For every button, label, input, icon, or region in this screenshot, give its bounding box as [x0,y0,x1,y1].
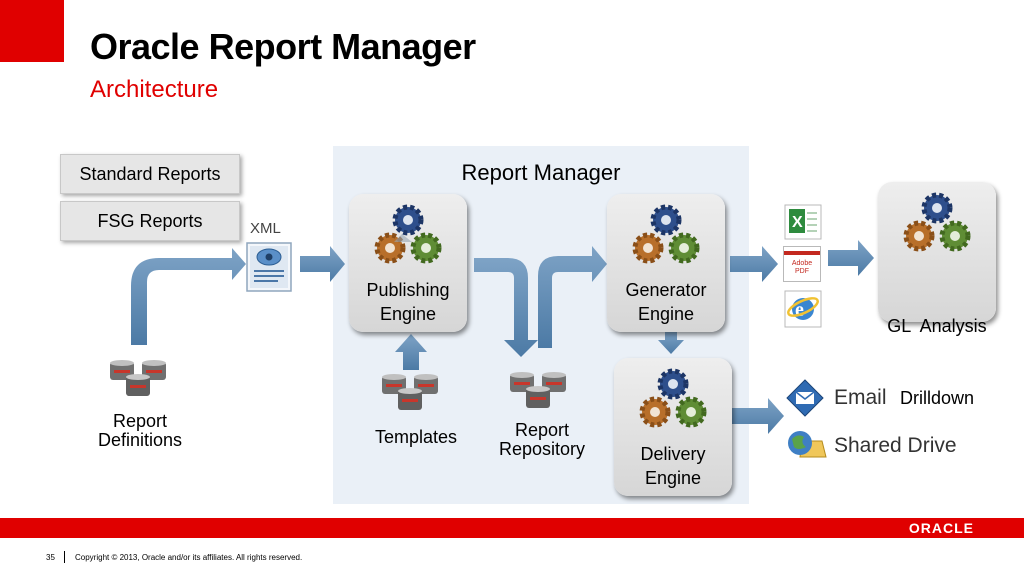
xml-label: XML [250,220,281,237]
definitions-to-xml-arrow [131,248,246,345]
publishing-engine-line-2: Engine [379,304,437,324]
pdf-icon-text: Adobe PDF [791,260,813,275]
report-definitions-line-2: Definitions [97,430,183,450]
publishing-to-repository-arrow [474,258,538,357]
publishing-engine-line-1: Publishing [366,280,450,300]
report-definitions-label: Report Definitions [80,412,200,450]
generator-to-outputs-arrow [730,246,778,282]
report-definitions-line-1: Report [112,411,168,431]
shared-drive-label: Shared Drive [834,434,957,457]
templates-label: Templates [374,427,458,447]
report-repository-line-1: Report [514,420,570,440]
svg-text:e: e [795,299,804,321]
page-number: 35 [46,553,55,562]
generator-engine-line-2: Engine [637,304,695,324]
delivery-engine-box: Delivery Engine [614,358,732,496]
delivery-engine-line-2: Engine [644,468,702,488]
publishing-engine-box: Publishing Engine [349,194,467,332]
pdf-icon-stripe [784,251,820,255]
gears-icon [374,204,442,264]
gl-analysis-line-1: GL Analysis [887,316,987,336]
standard-reports-box: Standard Reports [60,154,240,194]
report-manager-title: Report Manager [461,160,621,185]
xml-document-icon [246,242,292,292]
report-definitions-database-icon [110,360,166,396]
shared-drive-icon [788,431,827,458]
email-icon [786,379,824,417]
templates-database-icon [382,374,438,410]
gears-icon [632,204,700,264]
svg-text:X: X [792,214,803,231]
pdf-icon: Adobe PDF [783,246,821,282]
repository-to-generator-arrow [538,246,607,348]
page-title: Oracle Report Manager [90,26,476,67]
internet-explorer-icon: e [784,290,822,328]
copyright-text: Copyright © 2013, Oracle and/or its affi… [75,553,303,562]
delivery-engine-line-1: Delivery [640,444,706,464]
xml-to-publishing-arrow [300,246,345,282]
outputs-to-gl-arrow [828,240,874,276]
report-repository-line-2: Repository [498,439,586,459]
footer-separator [64,551,65,563]
gears-icon [639,368,707,428]
delivery-to-targets-arrow [732,398,784,434]
report-repository-label: Report Repository [482,421,602,459]
gears-icon [903,192,971,252]
generator-to-delivery-arrow [658,332,684,354]
gl-analysis-line-2: Drilldown [899,388,975,408]
email-label: Email [834,386,887,409]
report-repository-database-icon [510,372,566,408]
fsg-reports-box: FSG Reports [60,201,240,241]
excel-icon: X [784,204,822,240]
page-subtitle: Architecture [90,76,219,103]
templates-to-publishing-arrow [395,334,427,370]
generator-engine-line-1: Generator [625,280,707,300]
gl-analysis-drilldown-box: GL Analysis Drilldown [878,182,996,408]
oracle-logo: ORACLE [908,520,974,536]
brand-corner-block [0,0,64,62]
generator-engine-box: Generator Engine [607,194,725,332]
footer-bar [0,518,1024,538]
